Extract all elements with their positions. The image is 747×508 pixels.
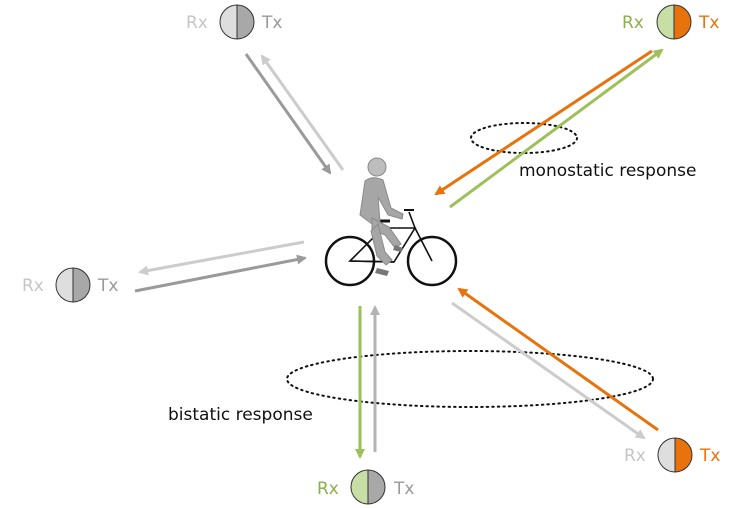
arrow-left-in	[134, 254, 307, 293]
node-bottom-right-tx-label: Tx	[699, 446, 720, 466]
node-bottom-right-tx-half	[674, 437, 693, 473]
node-top-left-rx-half	[219, 4, 238, 40]
cyclist-icon	[324, 157, 458, 287]
node-top-left: Rx Tx	[186, 4, 282, 40]
arrow-left-out	[138, 240, 305, 276]
node-top-right-tx-label: Tx	[698, 13, 719, 33]
node-left-rx-half	[55, 267, 74, 303]
arrow-top-left-in	[244, 53, 332, 175]
node-bottom-right-rx-label: Rx	[624, 446, 646, 466]
node-bottom: Rx Tx	[317, 469, 414, 505]
node-left: Rx Tx	[22, 267, 118, 303]
bistatic-ellipse	[286, 350, 654, 408]
monostatic-label: monostatic response	[519, 161, 696, 181]
bistatic-label: bistatic response	[168, 405, 313, 425]
arrow-bottom-right-tx	[457, 287, 659, 432]
node-bottom-right: Rx Tx	[624, 437, 720, 473]
arrow-bottom-right-rx	[451, 301, 646, 440]
arrow-top-right-rx	[449, 48, 664, 209]
node-top-left-rx-label: Rx	[186, 13, 208, 33]
node-bottom-right-rx-half	[657, 437, 676, 473]
node-bottom-rx-half	[350, 469, 369, 505]
node-top-left-tx-label: Tx	[261, 13, 282, 33]
node-top-right-rx-half	[656, 4, 675, 40]
node-left-tx-half	[72, 267, 91, 303]
node-top-left-tx-half	[236, 4, 255, 40]
node-bottom-tx-half	[367, 469, 386, 505]
node-left-tx-label: Tx	[97, 276, 118, 296]
node-top-right-tx-half	[673, 4, 692, 40]
arrow-top-right-tx	[434, 49, 653, 196]
node-top-right: Rx Tx	[622, 4, 719, 40]
node-left-rx-label: Rx	[22, 276, 44, 296]
arrow-top-left-out	[260, 54, 345, 171]
node-top-right-rx-label: Rx	[622, 13, 644, 33]
node-bottom-tx-label: Tx	[393, 479, 414, 499]
node-bottom-rx-label: Rx	[317, 479, 339, 499]
monostatic-ellipse	[470, 122, 578, 154]
